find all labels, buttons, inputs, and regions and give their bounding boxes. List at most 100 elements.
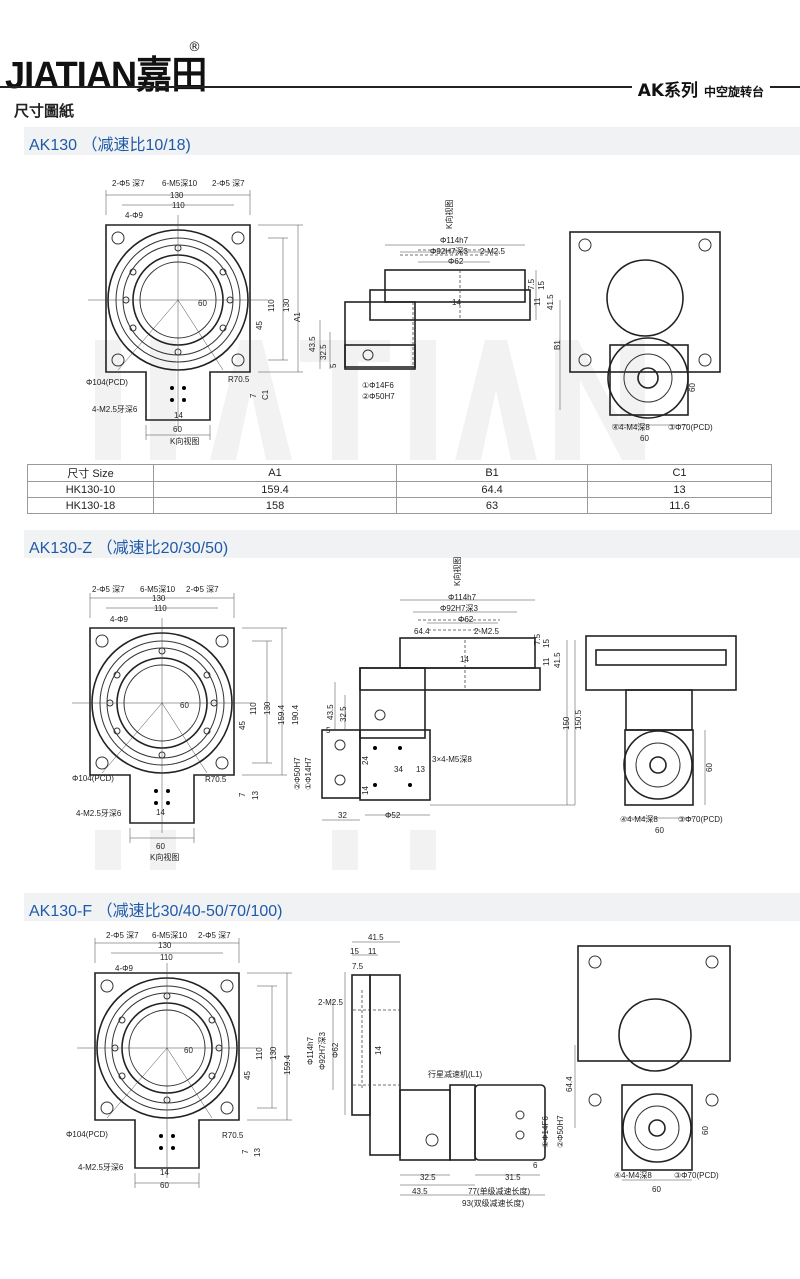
- dimension-label: 130: [263, 701, 272, 715]
- dimension-label: 110: [160, 953, 173, 962]
- dimension-label: Φ114h7: [306, 1036, 315, 1065]
- dimension-label: K向视图: [444, 200, 454, 229]
- dimension-label: 6: [533, 1161, 538, 1170]
- dimension-label: 13: [416, 765, 425, 774]
- dimension-label: 4-M2.5牙深6: [78, 1163, 124, 1172]
- dimension-label: 6-M5深10: [140, 585, 176, 594]
- dimension-label: R70.5: [228, 375, 250, 384]
- dimension-label: 7.5: [352, 962, 364, 971]
- dimension-label: 2-M2.5: [318, 998, 343, 1007]
- section-title: AK130-F （减速比30/40-50/70/100): [24, 893, 800, 921]
- dimension-label: 190.4: [291, 704, 300, 725]
- dimension-label: 2-Φ5 深7: [112, 179, 145, 188]
- dimension-label: Φ62: [458, 615, 474, 624]
- dimension-label: 32: [338, 811, 347, 820]
- dimension-label: 130: [158, 941, 172, 950]
- dimension-label: 60: [652, 1185, 661, 1194]
- dimension-label: Φ104(PCD): [72, 774, 114, 783]
- dimension-label: 7: [249, 393, 258, 398]
- table-cell: HK130-10: [27, 481, 154, 498]
- dimension-label: 130: [152, 594, 166, 603]
- right-view: [574, 945, 731, 1181]
- dimension-label: Φ104(PCD): [86, 378, 128, 387]
- header-rule: [0, 86, 800, 88]
- dimension-label: B1: [553, 340, 562, 350]
- right-view: [585, 635, 737, 819]
- dimension-label: 110: [154, 604, 167, 613]
- dimension-label: Φ62: [331, 1042, 340, 1058]
- dimension-label: 60: [705, 763, 714, 772]
- dimension-label: 150.5: [574, 709, 583, 730]
- dimension-label: 5: [329, 363, 338, 368]
- dimension-label: 7: [238, 792, 247, 797]
- dimension-label: 3×4-M5深8: [432, 755, 472, 764]
- dimension-label: 41.5: [553, 652, 562, 668]
- dimension-label: 2-Φ5 深7: [106, 931, 139, 940]
- dimension-label: 14: [361, 786, 370, 795]
- dimension-label: 2-M2.5: [480, 247, 505, 256]
- dimension-label: 60: [688, 383, 697, 392]
- dimension-label: ③Φ70(PCD): [678, 815, 723, 824]
- dimension-label: 4-Φ9: [125, 211, 143, 220]
- dimension-label: Φ114h7: [440, 236, 469, 245]
- dimension-label: 32.5: [319, 344, 328, 360]
- dimension-label: 31.5: [505, 1173, 521, 1182]
- dimension-label: 5: [326, 726, 331, 735]
- dimension-label: 2-Φ5 深7: [198, 931, 231, 940]
- dimension-label: ③Φ70(PCD): [674, 1171, 719, 1180]
- dimension-label: ①Φ14F6: [541, 1116, 550, 1148]
- dimension-label: 7: [241, 1149, 250, 1154]
- dimension-label: 行星减速机(L1): [428, 1069, 483, 1079]
- dimension-label: 13: [253, 1148, 262, 1157]
- dimension-label: 41.5: [368, 933, 384, 942]
- dimension-label: 43.5: [412, 1187, 428, 1196]
- dimension-label: 60: [198, 299, 207, 308]
- dimension-label: 64.4: [414, 627, 430, 636]
- dimension-label: 14: [174, 411, 183, 420]
- dimension-label: 2-Φ5 深7: [212, 179, 245, 188]
- dimension-label: 150: [562, 716, 571, 730]
- side-view: [319, 244, 537, 370]
- right-view: [559, 231, 721, 426]
- dimension-label: C1: [261, 389, 270, 400]
- series-title: AK系列 中空旋转台: [631, 76, 770, 101]
- dimension-label: 14: [160, 1168, 169, 1177]
- dimension-label: 7.5: [533, 633, 542, 645]
- dimension-label: Φ92H7深3: [318, 1031, 327, 1070]
- dimension-label: 110: [249, 702, 258, 715]
- dimension-label: 4-M2.5牙深6: [76, 809, 122, 818]
- dimension-label: Φ92H7深3: [440, 604, 479, 613]
- dimension-label: 60: [701, 1126, 710, 1135]
- dimension-label: 2-Φ5 深7: [186, 585, 219, 594]
- dimension-label: 77(单级减速长度): [468, 1186, 531, 1196]
- dimension-label: K向视图: [150, 852, 179, 862]
- dimension-label: 2-Φ5 深7: [92, 585, 125, 594]
- dimension-label: 7.5: [527, 278, 536, 290]
- dimension-label: K向视图: [452, 557, 462, 586]
- dimension-label: 14: [374, 1046, 383, 1055]
- dimension-label: 43.5: [326, 704, 335, 720]
- dimension-label: 4-Φ9: [110, 615, 128, 624]
- dimension-label: 2-M2.5: [474, 627, 499, 636]
- dimension-label: Φ104(PCD): [66, 1130, 108, 1139]
- dimension-label: A1: [293, 312, 302, 322]
- dimension-label: 130: [170, 191, 184, 200]
- table-cell: 11.6: [587, 497, 772, 514]
- dimension-label: 15: [350, 947, 359, 956]
- dimension-label: 11: [533, 297, 542, 306]
- table-cell: 63: [396, 497, 589, 514]
- dimension-label: 14: [156, 808, 165, 817]
- dimension-label: ②Φ50H7: [556, 1115, 565, 1148]
- dimension-label: 159.4: [277, 704, 286, 725]
- dimension-label: Φ114h7: [448, 593, 477, 602]
- dimension-label: 41.5: [546, 294, 555, 310]
- dimension-label: 110: [255, 1047, 264, 1060]
- dimension-label: 60: [655, 826, 664, 835]
